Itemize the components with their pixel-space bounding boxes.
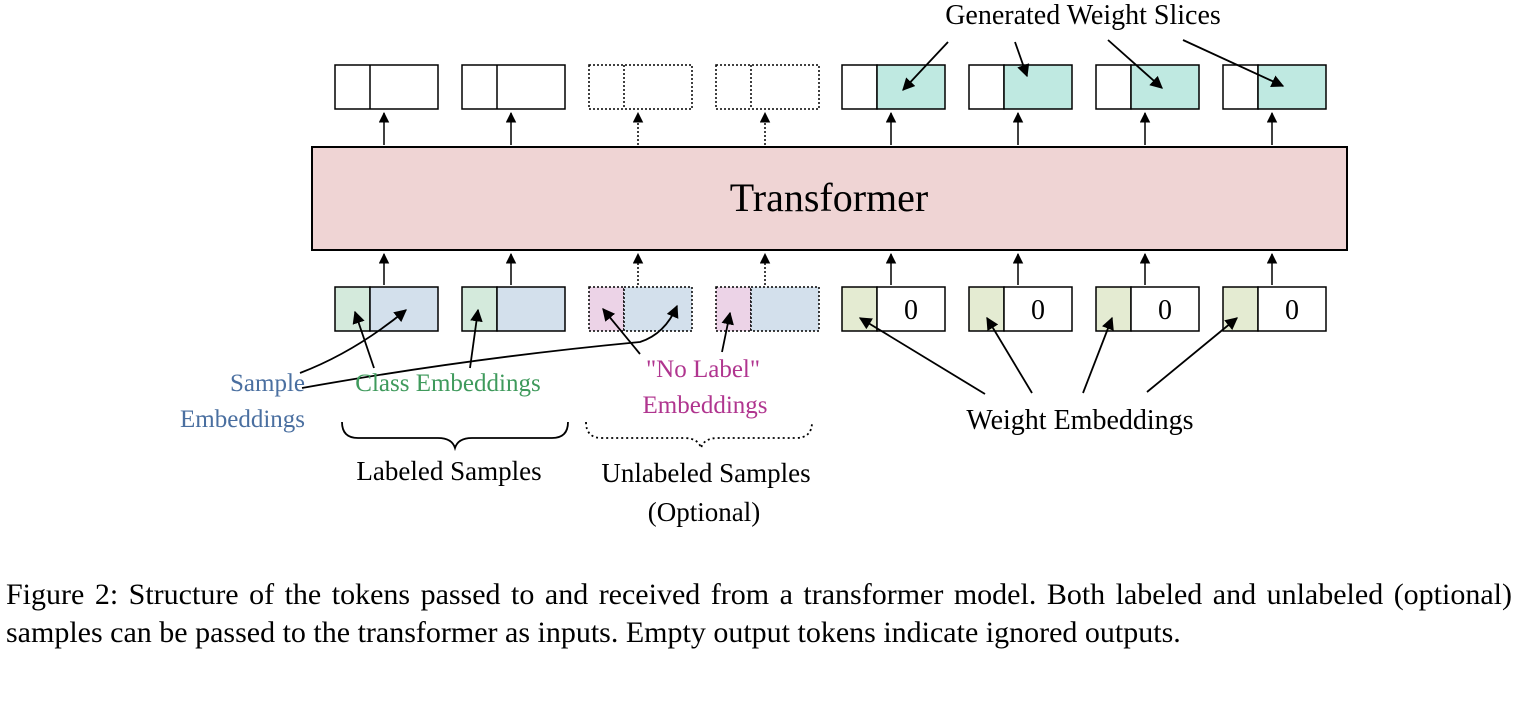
input-token-weight-4 [1222, 286, 1327, 332]
unlabeled-samples-label-line1: Unlabeled Samples [601, 458, 810, 488]
weight-token-zero-1: 0 [904, 295, 918, 326]
input-arrows [378, 252, 1278, 285]
input-token-weight-2 [968, 286, 1073, 332]
labeled-samples-label: Labeled Samples [356, 456, 541, 486]
generated-weight-slices-label: Generated Weight Slices [945, 0, 1221, 31]
no-label-embeddings-label-line2: Embeddings [643, 392, 768, 419]
weight-token-zero-3: 0 [1158, 295, 1172, 326]
output-token-weight-3 [1095, 64, 1200, 110]
class-embeddings-label: Class Embeddings [355, 370, 540, 397]
sample-embeddings-label-line1: Sample [230, 370, 305, 397]
no-label-embedding-arrows [602, 308, 734, 355]
labeled-samples-brace [341, 421, 569, 452]
transformer-label: Transformer [730, 175, 929, 220]
input-token-unlabeled-1 [588, 286, 693, 332]
output-token-weight-2 [968, 64, 1073, 110]
generated-weight-arrows [902, 39, 1285, 91]
figure-caption: Figure 2: Structure of the tokens passed… [6, 578, 1512, 649]
output-tokens [334, 64, 1327, 110]
transformer-block [311, 146, 1348, 251]
output-arrows [378, 111, 1278, 145]
input-token-weight-1 [841, 286, 946, 332]
output-token-labeled-2 [461, 64, 566, 110]
weight-embeddings-label: Weight Embeddings [966, 405, 1193, 436]
output-token-labeled-1 [334, 64, 439, 110]
weight-embedding-arrows [858, 316, 1238, 395]
transformer-token-diagram: Transformer [180, 0, 1348, 527]
output-token-unlabeled-2 [715, 64, 820, 110]
sample-embeddings-label-line2: Embeddings [180, 406, 305, 433]
output-token-unlabeled-1 [588, 64, 693, 110]
sample-embedding-arrows [299, 304, 679, 389]
unlabeled-samples-brace [585, 421, 813, 452]
input-token-unlabeled-2 [715, 286, 820, 332]
input-token-labeled-2 [461, 286, 566, 332]
input-token-weight-3 [1095, 286, 1200, 332]
output-token-weight-4 [1222, 64, 1327, 110]
class-embedding-arrows [352, 308, 483, 369]
weight-token-zero-2: 0 [1031, 295, 1045, 326]
weight-token-zero-4: 0 [1285, 295, 1299, 326]
input-tokens [334, 286, 1327, 332]
output-token-weight-1 [841, 64, 946, 110]
no-label-embeddings-label-line1: "No Label" [646, 356, 760, 383]
unlabeled-samples-label-line2: (Optional) [648, 497, 760, 527]
